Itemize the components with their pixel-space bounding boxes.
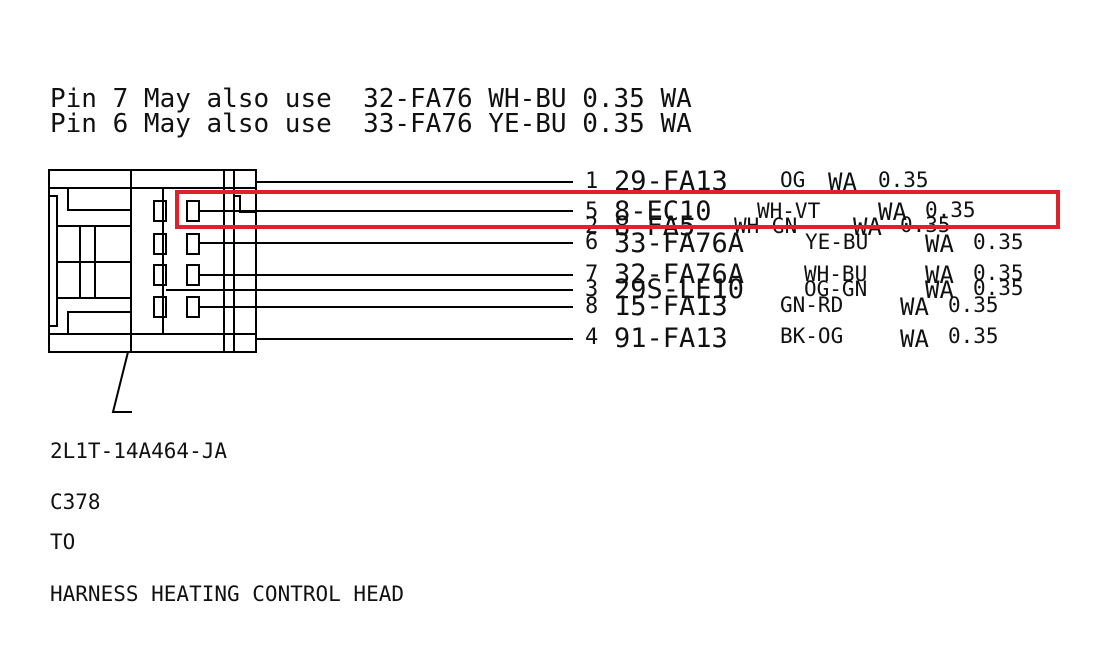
circuit-label: 15-FA13 <box>614 291 728 322</box>
wire-size: 0.35 <box>973 230 1024 254</box>
to-label: TO <box>50 530 75 554</box>
wire-spec: WA <box>900 293 929 321</box>
destination-label: HARNESS HEATING CONTROL HEAD <box>50 582 404 606</box>
pin-number: 1 <box>585 169 598 194</box>
circuit-label: 91-FA13 <box>614 323 728 354</box>
pin-number: 6 <box>585 230 598 255</box>
circuit-label: 33-FA76A <box>614 228 744 259</box>
wire-size: 0.35 <box>878 168 929 192</box>
circuit-label: 32-FA76A <box>614 259 744 290</box>
note-pin-7: Pin 7 May also use 32-FA76 WH-BU 0.35 WA <box>50 84 692 114</box>
wire-spec: WA <box>925 230 954 258</box>
wire-color: WH-BU <box>804 262 867 286</box>
pin-number: 3 <box>585 277 598 302</box>
wire-spec: WA <box>925 261 954 289</box>
wire-size: 0.35 <box>925 198 976 222</box>
wire-lines <box>166 181 573 340</box>
circuit-label: 8-EC10 <box>614 196 712 227</box>
pin-number: 4 <box>585 325 598 350</box>
wire-spec: WA <box>925 276 954 304</box>
wire-color: BK-OG <box>780 324 843 348</box>
note-pin-6: Pin 6 May also use 33-FA76 YE-BU 0.35 WA <box>50 109 692 139</box>
wire-size: 0.35 <box>948 324 999 348</box>
part-number: 2L1T-14A464-JA <box>50 439 227 463</box>
wire-size: 0.35 <box>973 276 1024 300</box>
wire-spec: WA <box>900 325 929 353</box>
wire-size: 0.35 <box>948 293 999 317</box>
pin-number: 8 <box>585 294 598 319</box>
pin-number: 5 <box>585 199 598 224</box>
wire-color: OG-GN <box>804 277 867 301</box>
connector-c378 <box>48 169 257 413</box>
wire-color: OG <box>780 168 805 192</box>
wire-size: 0.35 <box>973 261 1024 285</box>
wire-color: YE-BU <box>805 230 868 254</box>
wire-labels: 1 29-FA13 OG WA 0.35 5 8-EC10 WH-VT WA 0… <box>585 166 1024 354</box>
connector-id: C378 <box>50 490 101 514</box>
highlight-box <box>175 190 1060 229</box>
wire-color: WH-VT <box>757 199 821 223</box>
wire-spec: WA <box>878 198 907 226</box>
wire-color: GN-RD <box>780 293 843 317</box>
circuit-label: 29S-LE10 <box>614 274 744 305</box>
pin-number: 7 <box>585 262 598 287</box>
